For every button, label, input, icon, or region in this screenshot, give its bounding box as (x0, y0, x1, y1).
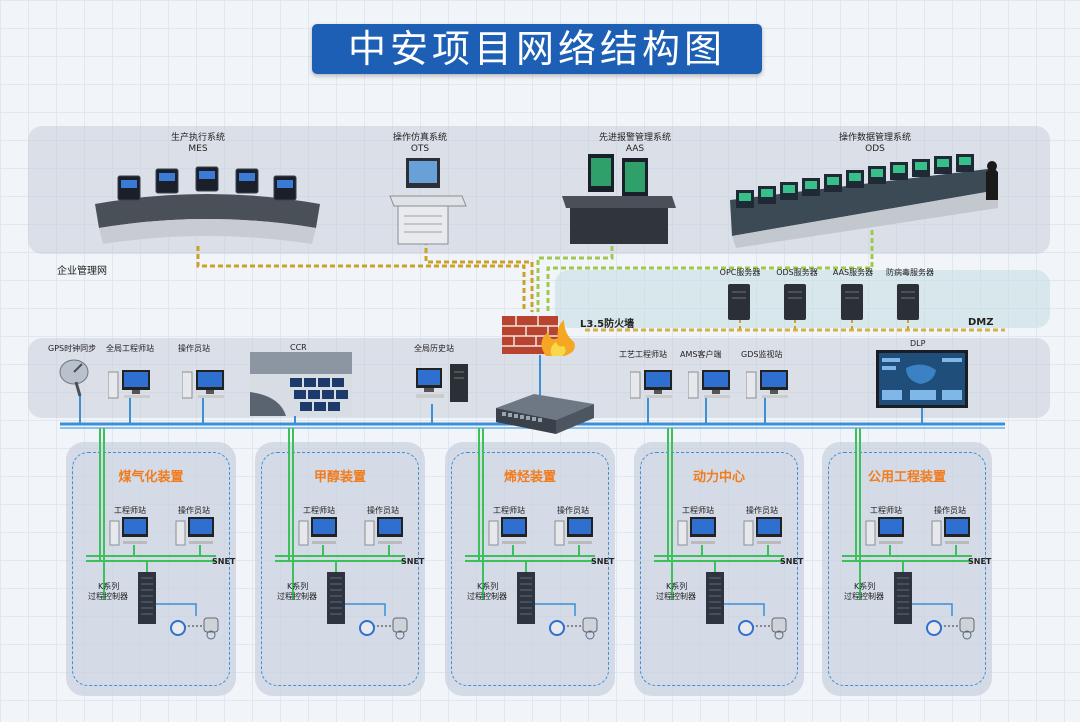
unit-title: 动力中心 (692, 470, 745, 485)
process-engineer-pc-icon (630, 370, 672, 399)
unit-title: 甲醇装置 (313, 470, 366, 485)
unit-power-center: 动力中心 (634, 442, 804, 696)
ccr-photo (250, 352, 352, 416)
unit-utilities: 公用工程装置 (822, 442, 992, 696)
page-title: 中安项目网络结构图 (312, 24, 762, 74)
aas-server-label: AAS服务器 (832, 268, 874, 277)
snet-label: SNET (401, 557, 425, 566)
engineer-station-label: 工程师站 (870, 506, 902, 515)
ots-desk-icon (389, 158, 467, 245)
ccr-label: CCR (290, 343, 307, 352)
process-engineer-label: 工艺工程师站 (619, 350, 667, 359)
history-station-icon (416, 364, 468, 402)
unit-olefin: 烯烃装置 (445, 442, 615, 696)
global-engineer-pc-icon (108, 370, 150, 399)
controller-label: 过程控制器 (88, 592, 128, 601)
operator-pc-icon (182, 370, 224, 399)
gds-station-label: GDS监视站 (741, 350, 783, 359)
dmz-servers-icon (728, 284, 919, 320)
controller-series-label: K系列 (477, 582, 499, 591)
controller-label: 过程控制器 (277, 592, 317, 601)
controller-label: 过程控制器 (656, 592, 696, 601)
engineer-station-label: 工程师站 (493, 506, 525, 515)
unit-title: 公用工程装置 (867, 470, 946, 485)
mes-console-icon (95, 166, 320, 244)
operator-station-label: 操作员站 (557, 506, 589, 515)
unit-title: 煤气化装置 (118, 470, 184, 485)
snet-label: SNET (591, 557, 615, 566)
operator-station-label: 操作员站 (367, 506, 399, 515)
engineer-station-label: 工程师站 (303, 506, 335, 515)
controller-label: 过程控制器 (844, 592, 884, 601)
gds-pc-icon (746, 370, 788, 399)
dmz-label: DMZ (968, 317, 994, 328)
operator-station-label: 操作员站 (934, 506, 966, 515)
enterprise-network-label: 企业管理网 (57, 266, 107, 277)
gps-label: GPS时钟同步 (48, 344, 97, 353)
operator-station-label: 操作员站 (178, 344, 210, 353)
snet-label: SNET (968, 557, 992, 566)
opc-server-label: OPC服务器 (719, 268, 761, 277)
ods-link (546, 230, 874, 312)
ods-server-label: ODS服务器 (776, 268, 818, 277)
controller-series-label: K系列 (287, 582, 309, 591)
unit-title: 烯烃装置 (503, 470, 556, 485)
aas-desk-icon (562, 154, 676, 244)
dlp-display-icon (876, 350, 968, 408)
ams-client-label: AMS客户端 (680, 350, 722, 359)
aas-link (536, 246, 614, 312)
engineer-station-label: 工程师站 (682, 506, 714, 515)
ods-control-room-icon (730, 154, 998, 248)
mes-link (196, 246, 526, 312)
antivirus-server-label: 防病毒服务器 (886, 268, 934, 277)
controller-series-label: K系列 (854, 582, 876, 591)
firewall-label: L3.5防火墙 (580, 319, 635, 330)
ams-client-pc-icon (688, 370, 730, 399)
history-station-label: 全局历史站 (414, 344, 454, 353)
engineer-station-label: 工程师站 (114, 506, 146, 515)
operator-station-label: 操作员站 (178, 506, 210, 515)
global-engineer-label: 全局工程师站 (106, 344, 154, 353)
ots-link (424, 240, 534, 312)
firewall-icon (502, 316, 575, 356)
unit-coal-gasification: 煤气化装置 (66, 442, 236, 696)
snet-label: SNET (212, 557, 236, 566)
gps-antenna-icon (59, 359, 89, 397)
network-switch-icon (496, 394, 594, 434)
snet-label: SNET (780, 557, 804, 566)
dlp-label: DLP (910, 339, 926, 348)
controller-series-label: K系列 (666, 582, 688, 591)
unit-methanol: 甲醇装置 (255, 442, 425, 696)
controller-series-label: K系列 (98, 582, 120, 591)
controller-label: 过程控制器 (467, 592, 507, 601)
operator-station-label: 操作员站 (746, 506, 778, 515)
